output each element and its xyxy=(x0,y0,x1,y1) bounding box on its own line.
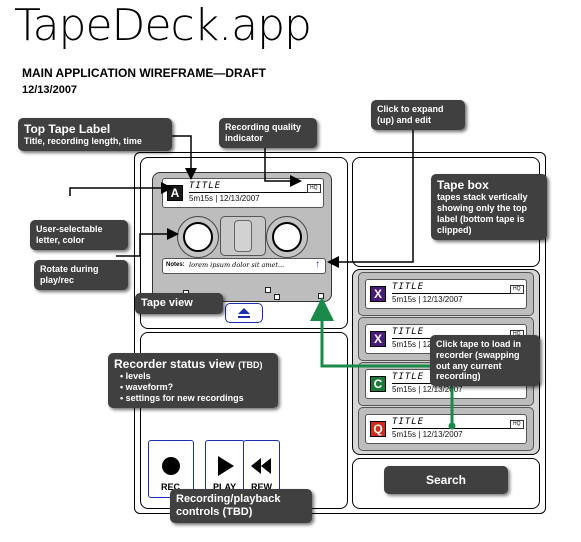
meta-separator: | xyxy=(215,194,218,203)
play-button[interactable]: PLAY xyxy=(205,440,245,498)
eject-icon xyxy=(238,308,250,318)
tape-title: TITLE xyxy=(392,372,425,382)
tape-length: 5m15s xyxy=(189,194,214,203)
meta-separator: | xyxy=(418,430,421,439)
tape-date: 12/13/2007 xyxy=(422,295,463,304)
tape-window-gap xyxy=(234,220,252,252)
tape-letter-badge: X xyxy=(370,286,386,302)
callout-expand: Click to expand (up) and edit xyxy=(371,100,465,130)
tape-letter-badge: X xyxy=(370,331,386,347)
callout-tape-box: Tape box tapes stack vertically showing … xyxy=(431,174,547,240)
rewind-label: REW xyxy=(251,482,272,492)
rewind-icon xyxy=(251,458,271,474)
recorder-status-item: • levels xyxy=(120,371,151,382)
callout-recorder-status: Recorder status view (TBD) • levels • wa… xyxy=(108,353,278,408)
tape-meta: 5m15s | 12/13/2007 xyxy=(392,430,463,439)
tape-meta: 5m15s | 12/13/2007 xyxy=(189,194,260,203)
tape-list-item[interactable]: Q TITLE 5m15s | 12/13/2007 HQ xyxy=(358,407,534,451)
tape-title: TITLE xyxy=(392,327,425,337)
recorder-status-item: • settings for new recordings xyxy=(120,392,244,403)
tape-meta: 5m15s | 12/13/2007 xyxy=(392,385,463,394)
top-tape-label[interactable]: A TITLE 5m15s | 12/13/2007 HQ xyxy=(162,178,324,208)
play-icon xyxy=(218,456,234,476)
app-title: TapeDeck.app xyxy=(14,0,312,51)
callout-rotate: Rotate during play/rec xyxy=(34,260,128,290)
eject-button[interactable] xyxy=(225,303,263,323)
tape-title: TITLE xyxy=(392,282,425,292)
cassette-pin-mid xyxy=(265,287,271,293)
quality-badge: HQ xyxy=(510,420,524,429)
callout-controls: Recording/playback controls (TBD) xyxy=(170,489,312,524)
tape-date: 12/13/2007 xyxy=(422,385,463,394)
record-button[interactable]: REC xyxy=(148,440,194,498)
callout-tape-box-text: tapes stack vertically showing only the … xyxy=(437,192,528,235)
callout-load: Click tape to load in recorder (swapping… xyxy=(430,335,540,387)
wireframe-date: 12/13/2007 xyxy=(22,84,78,96)
cassette-pin-far-right xyxy=(318,293,324,299)
recorder-status-item-text: waveform? xyxy=(125,382,174,393)
tape-title-underline xyxy=(392,428,518,429)
tape-date: 12/13/2007 xyxy=(219,194,260,203)
callout-quality: Recording quality indicator xyxy=(219,118,317,148)
meta-separator: | xyxy=(418,295,421,304)
tape-length: 5m15s xyxy=(392,430,417,439)
tape-list-item[interactable]: X TITLE 5m15s | 12/13/2007 HQ xyxy=(358,272,534,316)
tape-letter-badge: C xyxy=(370,376,386,392)
recorder-status-item-text: levels xyxy=(125,371,151,382)
meta-separator: | xyxy=(418,385,421,394)
left-reel-spindle xyxy=(183,222,213,252)
callout-recorder-status-tbd: (TBD) xyxy=(238,360,263,370)
tape-title-underline xyxy=(189,192,317,193)
tape-letter-badge: Q xyxy=(370,421,386,437)
wireframe-subtitle: MAIN APPLICATION WIREFRAME—DRAFT xyxy=(22,66,266,80)
tape-length: 5m15s xyxy=(392,295,417,304)
callout-top-tape-label: Top Tape Label Title, recording length, … xyxy=(18,118,172,152)
callout-recorder-status-title: Recorder status view xyxy=(114,357,235,371)
callout-tape-view: Tape view xyxy=(135,293,223,315)
notes-text: lorem ipsum dolor sit amet... xyxy=(189,261,285,269)
cassette-pin-right xyxy=(274,294,280,300)
search-button[interactable]: Search xyxy=(384,466,508,494)
tape-title-underline xyxy=(392,293,518,294)
tape-list-item-label[interactable]: X TITLE 5m15s | 12/13/2007 HQ xyxy=(365,279,527,309)
tape-date: 12/13/2007 xyxy=(422,430,463,439)
play-label: PLAY xyxy=(213,482,237,492)
tape-length: 5m15s xyxy=(392,340,417,349)
tape-title[interactable]: TITLE xyxy=(189,181,222,191)
quality-badge: HQ xyxy=(510,285,524,294)
tape-title: TITLE xyxy=(392,417,425,427)
tape-list-item-label[interactable]: Q TITLE 5m15s | 12/13/2007 HQ xyxy=(365,414,527,444)
notes-field[interactable]: Notes: lorem ipsum dolor sit amet... ↑ xyxy=(162,258,326,274)
rewind-button[interactable]: REW xyxy=(243,440,280,498)
quality-badge: HQ xyxy=(307,184,321,193)
notes-label: Notes: xyxy=(166,262,185,268)
recorder-status-item: • waveform? xyxy=(120,382,174,393)
callout-top-tape-label-title: Top Tape Label xyxy=(24,122,111,136)
callout-tape-box-title: Tape box xyxy=(437,178,489,192)
meta-separator: | xyxy=(418,340,421,349)
record-icon xyxy=(162,457,180,475)
tape-letter-badge[interactable]: A xyxy=(167,185,183,201)
callout-recorder-status-heading: Recorder status view (TBD) xyxy=(114,357,272,371)
expand-notes-icon[interactable]: ↑ xyxy=(315,259,320,270)
right-reel-spindle xyxy=(272,222,302,252)
recorder-status-item-text: settings for new recordings xyxy=(125,392,244,403)
tape-meta: 5m15s | 12/13/2007 xyxy=(392,295,463,304)
tape-length: 5m15s xyxy=(392,385,417,394)
callout-letter: User-selectable letter, color xyxy=(30,220,128,250)
record-label: REC xyxy=(161,482,181,492)
callout-top-tape-label-text: Title, recording length, time xyxy=(24,136,142,147)
